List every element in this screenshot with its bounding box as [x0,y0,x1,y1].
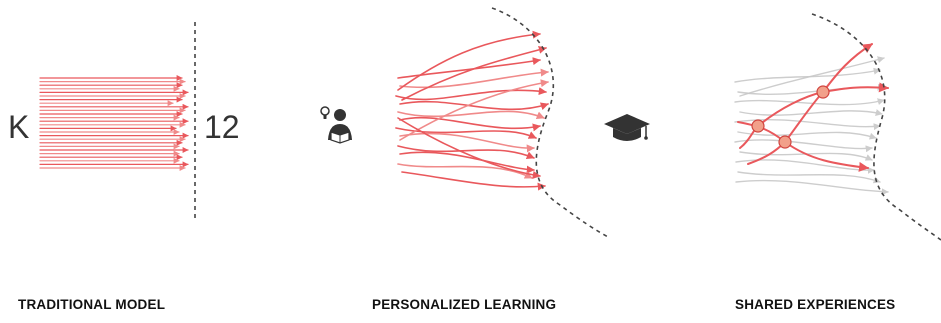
personalized-path-arrow [399,132,535,153]
shared-grey-path [739,151,873,161]
personalized-learning-title: PERSONALIZED LEARNING [372,297,557,312]
shared-background-paths [734,56,889,196]
graduation-cap-icon [604,114,650,141]
student-reading-icon [320,106,352,144]
shared-grey-path [737,131,877,140]
personalized-path-arrow [399,151,535,174]
personalized-learning-panel [320,7,611,239]
personalized-path-arrow [397,145,535,159]
meeting-point-node [751,119,765,133]
personalized-path-arrow [399,68,549,89]
traditional-model-panel [39,22,196,218]
traditional-model-title: TRADITIONAL MODEL [18,297,166,312]
shared-highlight-path [739,82,889,149]
shared-grey-path [734,98,885,106]
shared-experiences-title: SHARED EXPERIENCES [735,297,896,312]
personalized-boundary-curve [491,7,611,239]
personalized-path-arrow [401,45,547,101]
shared-highlight-path [747,43,873,165]
shared-experiences-panel [604,13,941,241]
shared-meeting-points [751,85,830,149]
personalized-learning-paths [395,30,549,191]
shared-grey-path [737,171,881,184]
grade-start-label: K [8,109,30,145]
personalized-path-arrow [401,171,546,191]
shared-grey-path [734,119,881,131]
shared-grey-path [735,179,889,196]
shared-grey-path [737,83,885,95]
shared-grey-path [739,56,885,97]
personalized-path-arrow [397,57,541,79]
personalized-path-arrow [395,87,547,101]
personalized-path-arrow [397,110,545,119]
personalized-path-arrow [399,116,541,132]
personalized-path-arrow [397,117,541,179]
shared-grey-path [739,109,883,116]
shared-boundary-curve [811,13,941,241]
meeting-point-node [816,85,830,99]
shared-grey-path [734,67,881,83]
traditional-parallel-paths [39,75,189,171]
personalized-path-arrow [397,163,533,179]
meeting-point-node [778,135,792,149]
shared-grey-path [734,139,873,153]
personalized-path-arrow [397,30,541,91]
grade-end-label: 12 [204,109,240,145]
personalized-path-arrow [399,100,549,111]
